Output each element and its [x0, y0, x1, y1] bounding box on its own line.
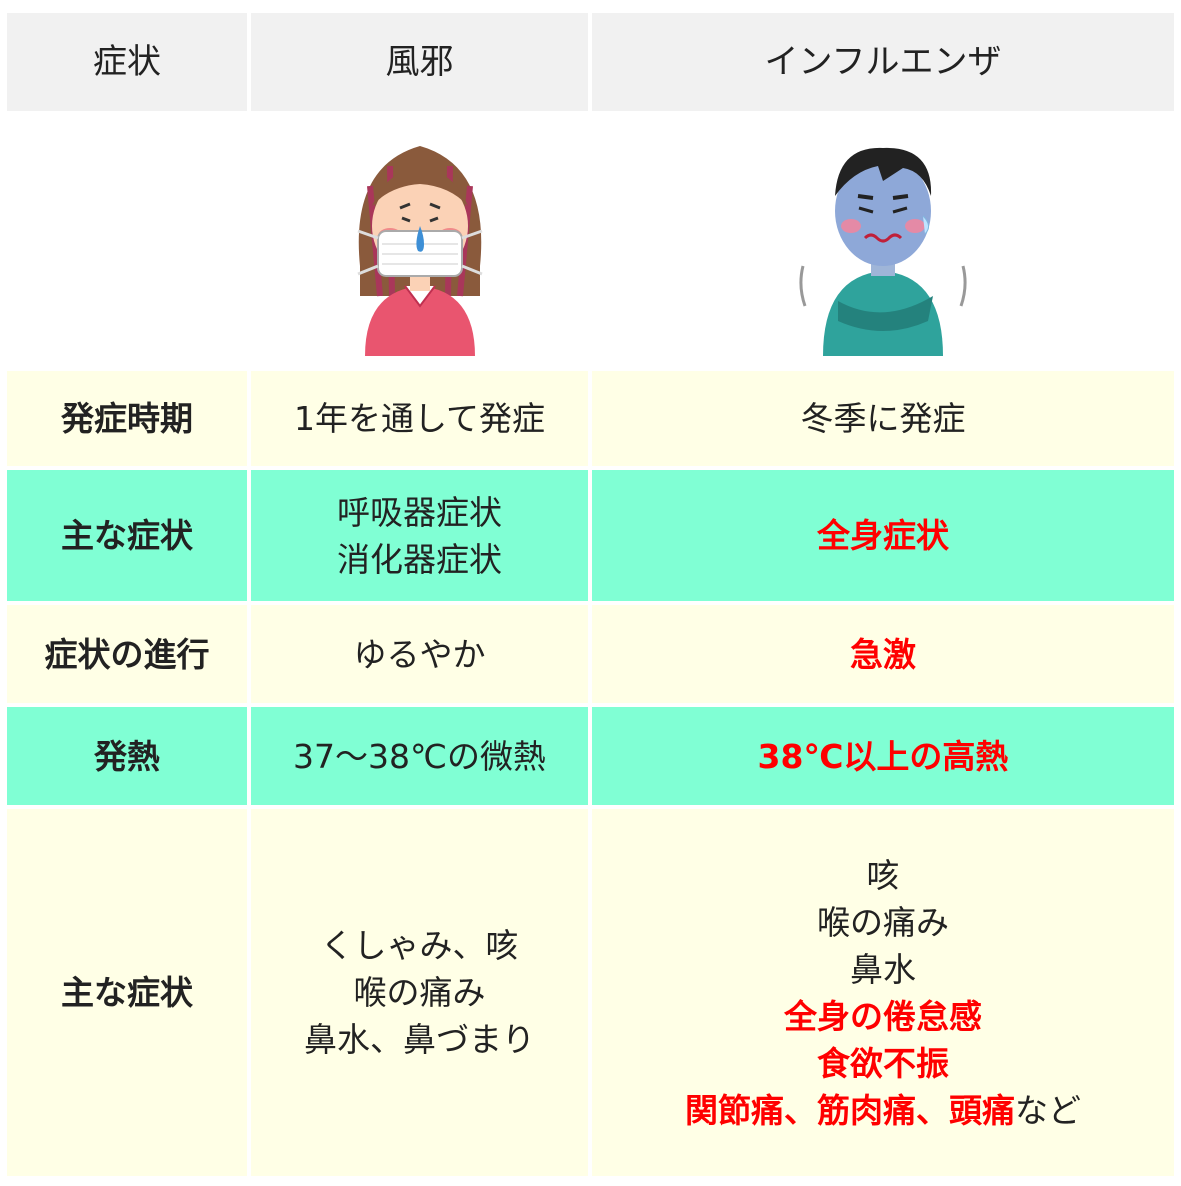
flu-text: 全身症状 — [817, 516, 949, 555]
comparison-table: 症状 風邪 インフルエンザ — [3, 9, 1178, 1180]
woman-mask-icon — [356, 146, 483, 356]
flu-cell: 咳 喉の痛み 鼻水 全身の倦怠感 食欲不振 関節痛、筋肉痛、頭痛など — [592, 809, 1174, 1176]
cold-text: 呼吸器症状 — [337, 492, 502, 532]
flu-text: 関節痛、筋肉痛、頭痛 — [685, 1090, 1015, 1130]
header-influenza: インフルエンザ — [592, 13, 1174, 111]
flu-text: 冬季に発症 — [800, 399, 966, 438]
row-label: 主な症状 — [7, 809, 247, 1176]
row-label: 発症時期 — [7, 371, 247, 466]
flu-text: 全身の倦怠感 — [784, 996, 982, 1036]
row-label: 主な症状 — [7, 470, 247, 601]
cold-text: くしゃみ、咳 — [320, 926, 519, 965]
flu-cell: 38℃以上の高熱 — [592, 707, 1174, 805]
cold-cell: 37～38℃の微熱 — [251, 707, 588, 805]
flu-text-suffix: など — [1015, 1090, 1081, 1130]
flu-text: 咳 — [866, 855, 900, 895]
flu-text: 食欲不振 — [817, 1043, 949, 1083]
cold-text: ゆるやか — [353, 634, 486, 674]
row-progression: 症状の進行 ゆるやか 急激 — [7, 605, 1174, 703]
cold-text: 37～38℃の微熱 — [292, 736, 547, 776]
flu-text: 急激 — [850, 634, 916, 674]
cold-cell: 1年を通して発症 — [251, 371, 588, 466]
row-main-symptoms-detail: 主な症状 くしゃみ、咳 喉の痛み 鼻水、鼻づまり 咳 喉の痛み 鼻水 全身の倦怠… — [7, 809, 1174, 1176]
cold-text: 喉の痛み — [353, 973, 486, 1012]
cold-cell: くしゃみ、咳 喉の痛み 鼻水、鼻づまり — [251, 809, 588, 1176]
shivering-man-icon — [799, 147, 967, 356]
illustration-row — [7, 115, 1174, 367]
illustration-blank — [7, 115, 247, 367]
flu-text-line: 関節痛、筋肉痛、頭痛など — [592, 1087, 1174, 1134]
flu-text: 喉の痛み — [817, 902, 949, 942]
row-label: 発熱 — [7, 707, 247, 805]
flu-text: 鼻水 — [850, 949, 916, 989]
header-cold: 風邪 — [251, 13, 588, 111]
cold-illustration — [251, 115, 588, 367]
flu-cell: 全身症状 — [592, 470, 1174, 601]
cold-text: 消化器症状 — [337, 539, 502, 579]
cold-cell: ゆるやか — [251, 605, 588, 703]
cold-text: 1年を通して発症 — [293, 399, 545, 438]
flu-cell: 冬季に発症 — [592, 371, 1174, 466]
header-row: 症状 風邪 インフルエンザ — [7, 13, 1174, 111]
row-main-symptoms: 主な症状 呼吸器症状 消化器症状 全身症状 — [7, 470, 1174, 601]
cold-cell: 呼吸器症状 消化器症状 — [251, 470, 588, 601]
row-onset: 発症時期 1年を通して発症 冬季に発症 — [7, 371, 1174, 466]
row-label: 症状の進行 — [7, 605, 247, 703]
header-symptom: 症状 — [7, 13, 247, 111]
flu-text: 38℃以上の高熱 — [757, 736, 1009, 776]
row-fever: 発熱 37～38℃の微熱 38℃以上の高熱 — [7, 707, 1174, 805]
cold-text: 鼻水、鼻づまり — [304, 1020, 535, 1059]
flu-illustration — [592, 115, 1174, 367]
flu-cell: 急激 — [592, 605, 1174, 703]
